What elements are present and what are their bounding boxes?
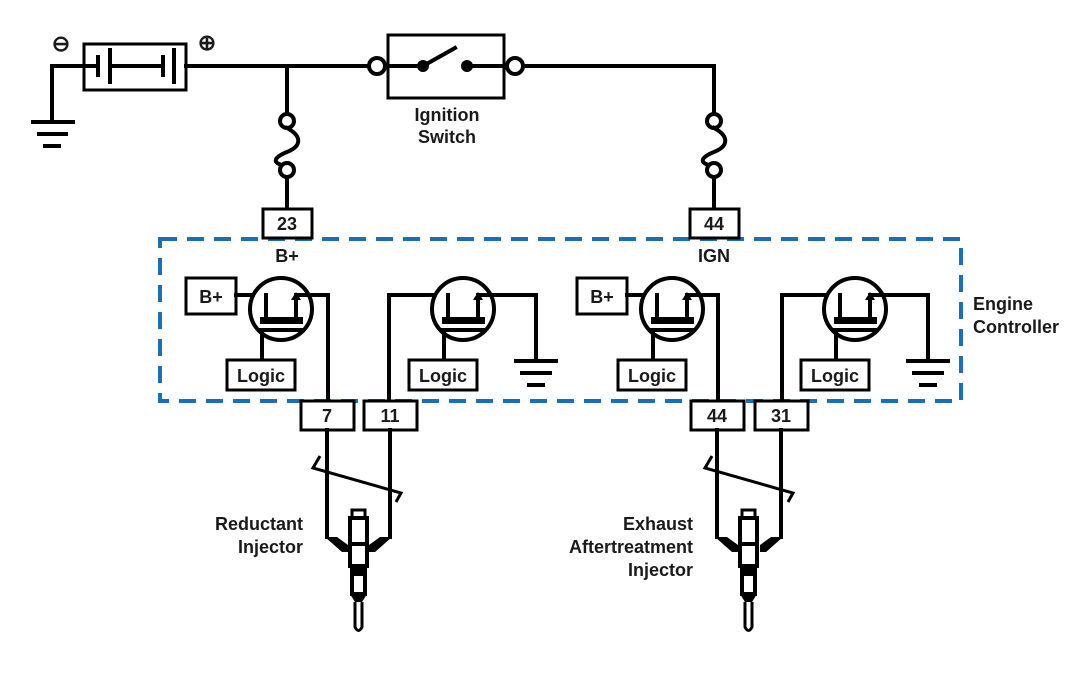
b-plus-circuit-label: B+: [275, 246, 299, 266]
ignition-switch-label: Ignition: [415, 105, 480, 125]
mosfet-icon: [639, 276, 720, 403]
svg-text:Logic: Logic: [811, 366, 859, 386]
svg-text:44: 44: [704, 214, 724, 234]
engine-controller-label: Engine: [973, 294, 1033, 314]
reductant-injector-label: Reductant: [215, 514, 303, 534]
exhaust-injector-label: Exhaust: [623, 514, 693, 534]
logic-block: [407, 358, 479, 392]
connector-pin-b-plus[interactable]: 23: [261, 207, 314, 240]
connector-pin-reductant-return[interactable]: 11: [362, 399, 419, 432]
svg-text:Logic: Logic: [237, 366, 285, 386]
svg-text:11: 11: [380, 406, 399, 426]
positive-terminal-icon: ⊕: [198, 30, 216, 55]
switch-terminal: [505, 56, 525, 76]
reductant-injector: Reductant Injector: [215, 428, 404, 632]
low-side-driver-exhaust: Logic: [780, 276, 950, 403]
b-plus-fuse-icon: [273, 64, 301, 211]
svg-text:23: 23: [277, 214, 297, 234]
mosfet-icon: [822, 276, 930, 363]
internal-b-plus-box: [184, 276, 238, 316]
logic-block: [225, 358, 297, 392]
negative-terminal-icon: ⊖: [52, 31, 70, 56]
logic-block: [616, 358, 688, 392]
svg-text:B+: B+: [590, 287, 614, 307]
ignition-switch[interactable]: Ignition Switch: [367, 33, 525, 147]
connector-pin-reductant-output[interactable]: 7: [299, 399, 356, 432]
svg-text:Logic: Logic: [419, 366, 467, 386]
switch-terminal: [367, 56, 387, 76]
twisted-pair-icon: [702, 455, 796, 503]
mosfet-icon: [430, 276, 538, 363]
ign-fuse-icon: [700, 112, 728, 211]
switch-lever: [420, 45, 458, 69]
logic-block: [799, 358, 871, 392]
svg-text:B+: B+: [199, 287, 223, 307]
svg-text:31: 31: [771, 406, 791, 426]
exhaust-injector-label: Injector: [628, 560, 693, 580]
chassis-ground-icon: [31, 64, 86, 148]
exhaust-injector-label: Aftertreatment: [569, 537, 693, 557]
twisted-pair-icon: [310, 455, 404, 503]
engine-controller-boundary: [158, 237, 963, 403]
high-side-driver-exhaust: B+ Logic: [575, 276, 720, 403]
exhaust-aftertreatment-injector: Exhaust Aftertreatment Injector: [569, 428, 796, 632]
connector-pin-ign[interactable]: 44: [688, 207, 741, 240]
mosfet-icon: [248, 276, 330, 403]
injector-icon: [715, 508, 783, 632]
battery: ⊖ ⊕: [52, 30, 216, 92]
svg-text:44: 44: [707, 406, 727, 426]
ground-icon: [514, 359, 558, 387]
ignition-feed-wire: [521, 64, 716, 115]
connector-pin-exhaust-output[interactable]: 44: [689, 399, 746, 432]
ignition-switch-label: Switch: [418, 127, 476, 147]
low-side-driver-reductant: Logic: [387, 276, 558, 403]
internal-b-plus-box: [575, 276, 629, 316]
high-side-driver-reductant: B+ Logic: [184, 276, 330, 403]
svg-text:7: 7: [322, 406, 332, 426]
ign-circuit-label: IGN: [698, 246, 730, 266]
connector-pin-exhaust-return[interactable]: 31: [753, 399, 810, 432]
ground-icon: [906, 359, 950, 387]
svg-text:Logic: Logic: [628, 366, 676, 386]
injector-icon: [325, 508, 392, 632]
engine-controller-label: Controller: [973, 317, 1059, 337]
reductant-injector-label: Injector: [238, 537, 303, 557]
